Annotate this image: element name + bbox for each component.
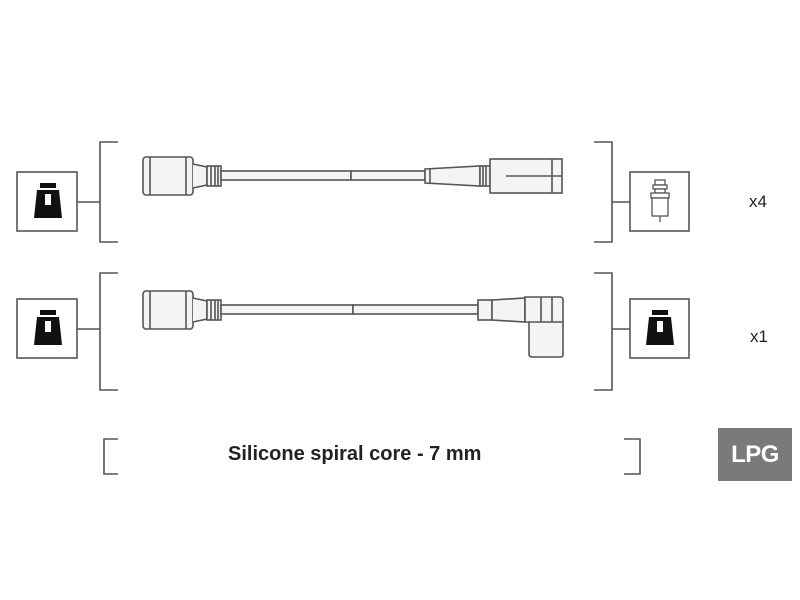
left-terminal-box-2 bbox=[16, 298, 100, 359]
plug-terminal-icon bbox=[34, 183, 62, 218]
left-terminal-box-1 bbox=[16, 171, 100, 232]
plug-terminal-icon bbox=[34, 310, 62, 345]
cable-straight bbox=[142, 156, 563, 196]
spark-plug-nut-icon bbox=[650, 179, 670, 222]
plug-terminal-icon bbox=[646, 310, 674, 345]
left-bracket-1 bbox=[99, 141, 118, 243]
right-terminal-box-1 bbox=[612, 171, 690, 232]
cable-angled-assembly bbox=[16, 272, 690, 391]
left-bracket-2 bbox=[99, 272, 118, 391]
spec-description: Silicone spiral core - 7 mm bbox=[228, 443, 482, 465]
right-bracket-2 bbox=[594, 272, 613, 391]
spec-bracket-right bbox=[624, 438, 641, 475]
quantity-label-angled: x1 bbox=[750, 327, 768, 346]
quantity-label-straight: x4 bbox=[749, 192, 767, 211]
cable-angled bbox=[142, 290, 564, 358]
spec-bracket-left bbox=[103, 438, 118, 475]
lpg-badge: LPG bbox=[718, 428, 792, 481]
cable-straight-assembly bbox=[16, 141, 690, 243]
right-bracket-1 bbox=[594, 141, 613, 243]
right-terminal-box-2 bbox=[612, 298, 690, 359]
